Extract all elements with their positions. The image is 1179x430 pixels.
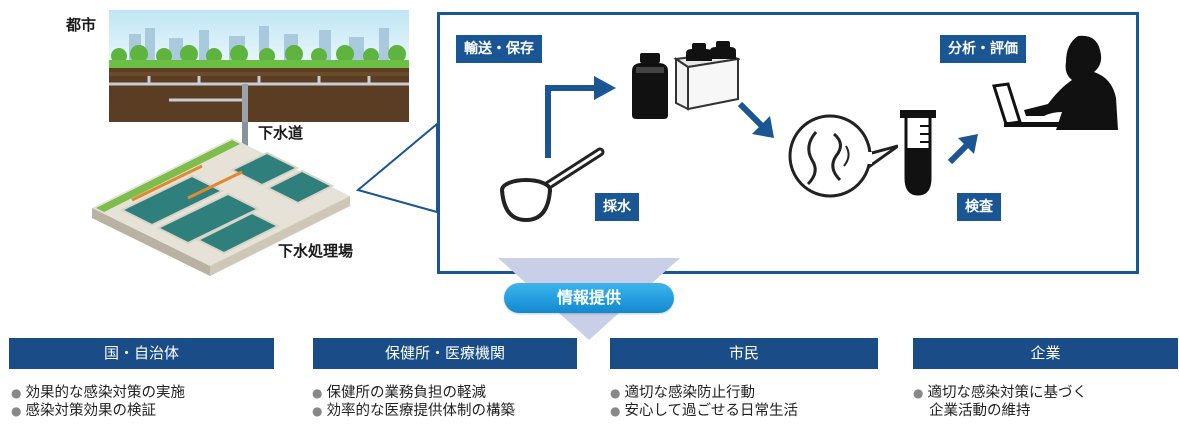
transport-storage-tag: 輸送・保存: [456, 35, 542, 63]
plant-label: 下水処理場: [278, 242, 354, 260]
bullet-icon: ●: [312, 404, 323, 418]
arrow-to-transport-icon: [545, 76, 616, 158]
list-item: ●保健所の業務負担の軽減: [312, 385, 486, 401]
list-item: 企業活動の維持: [929, 403, 1031, 419]
analyst-laptop-icon: [992, 35, 1118, 130]
info-provision-badge: 情報提供: [504, 283, 674, 313]
sample-bottles-icon: [632, 41, 740, 119]
bullet-icon: ●: [11, 404, 22, 418]
sewer-label: 下水道: [258, 124, 304, 142]
category-list-health: ●保健所の業務負担の軽減 ●効率的な医療提供体制の構築: [312, 384, 515, 420]
list-item: ●安心して過ごせる日常生活: [610, 403, 799, 419]
inspection-tag: 検査: [957, 193, 1001, 221]
category-list-companies: ●適切な感染対策に基づく 企業活動の維持: [913, 384, 1087, 420]
list-item: ●適切な感染対策に基づく: [913, 385, 1087, 401]
arrow-to-inspection-icon: [737, 101, 774, 138]
category-header-government: 国・自治体: [9, 338, 274, 369]
list-item: ●効果的な感染対策の実施: [11, 385, 185, 401]
list-item: ●適切な感染防止行動: [610, 385, 755, 401]
list-item: ●効率的な医療提供体制の構築: [312, 403, 515, 419]
bullet-icon: ●: [913, 386, 924, 400]
bullet-icon: ●: [312, 386, 323, 400]
callout-lines: [355, 121, 438, 214]
category-header-companies: 企業: [913, 338, 1178, 369]
info-provision-label: 情報提供: [556, 288, 621, 307]
list-item: ●感染対策効果の検証: [11, 403, 156, 419]
sampling-tag: 採水: [595, 193, 639, 221]
city-illustration: [109, 10, 409, 122]
category-header-citizens: 市民: [610, 338, 878, 369]
category-list-citizens: ●適切な感染防止行動 ●安心して過ごせる日常生活: [610, 384, 798, 420]
test-tube-icon: [900, 110, 936, 196]
city-label: 都市: [66, 16, 97, 34]
arrow-to-analysis-icon: [947, 134, 978, 165]
bullet-icon: ●: [11, 386, 22, 400]
bullet-icon: ●: [610, 386, 621, 400]
treatment-plant-illustration: [92, 138, 350, 276]
analysis-tag: 分析・評価: [940, 35, 1026, 63]
ladle-icon: [500, 147, 605, 223]
virus-magnified-icon: [788, 114, 898, 198]
bullet-icon: ●: [610, 404, 621, 418]
category-header-health: 保健所・医療機関: [313, 338, 577, 369]
category-list-government: ●効果的な感染対策の実施 ●感染対策効果の検証: [11, 384, 185, 420]
